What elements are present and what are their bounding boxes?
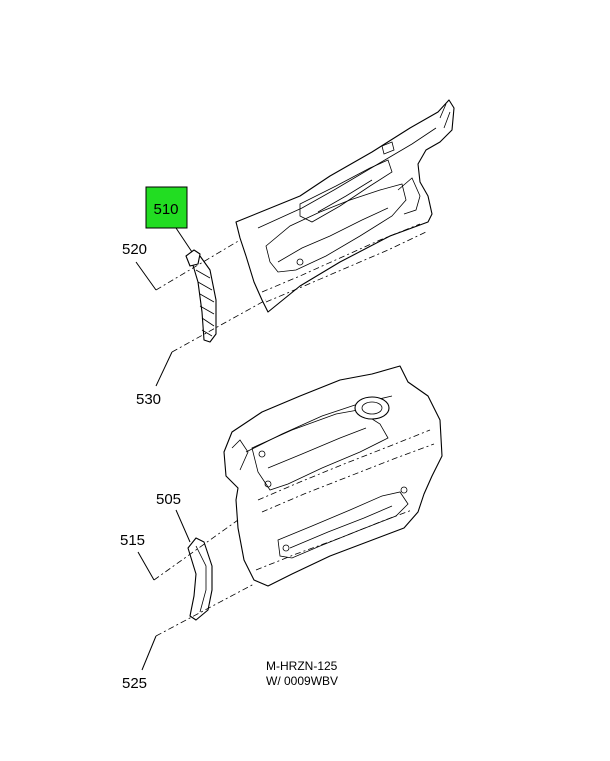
callout-520-label[interactable]: 520 [122, 241, 147, 258]
clip-510 [185, 249, 201, 267]
projection-line-upper-2 [171, 299, 267, 353]
leader-530 [155, 351, 173, 387]
callout-515-label[interactable]: 515 [120, 532, 145, 549]
leader-515 [137, 551, 155, 581]
projection-line-lower-1 [153, 519, 239, 581]
lower-door-panel [223, 365, 443, 587]
projection-line-lower-2 [155, 583, 255, 637]
callout-505-label[interactable]: 505 [156, 491, 181, 508]
callout-530-label[interactable]: 530 [136, 391, 161, 408]
callout-510-highlight [145, 186, 188, 229]
leader-505 [175, 509, 191, 543]
projection-line-upper-1 [155, 239, 241, 291]
leader-525 [141, 635, 157, 671]
callout-510[interactable]: 510 [145, 186, 188, 229]
trim-strip-520 [191, 255, 217, 343]
callout-525-label[interactable]: 525 [122, 675, 147, 692]
trim-piece-515 [187, 537, 213, 621]
upper-door-panel [235, 99, 455, 313]
callout-510-label: 510 [153, 201, 178, 218]
diagram-code: M-HRZN-125 [266, 659, 338, 673]
leader-510 [175, 227, 193, 253]
leader-520 [135, 261, 157, 291]
diagram-variant: W/ 0009WBV [266, 674, 338, 688]
